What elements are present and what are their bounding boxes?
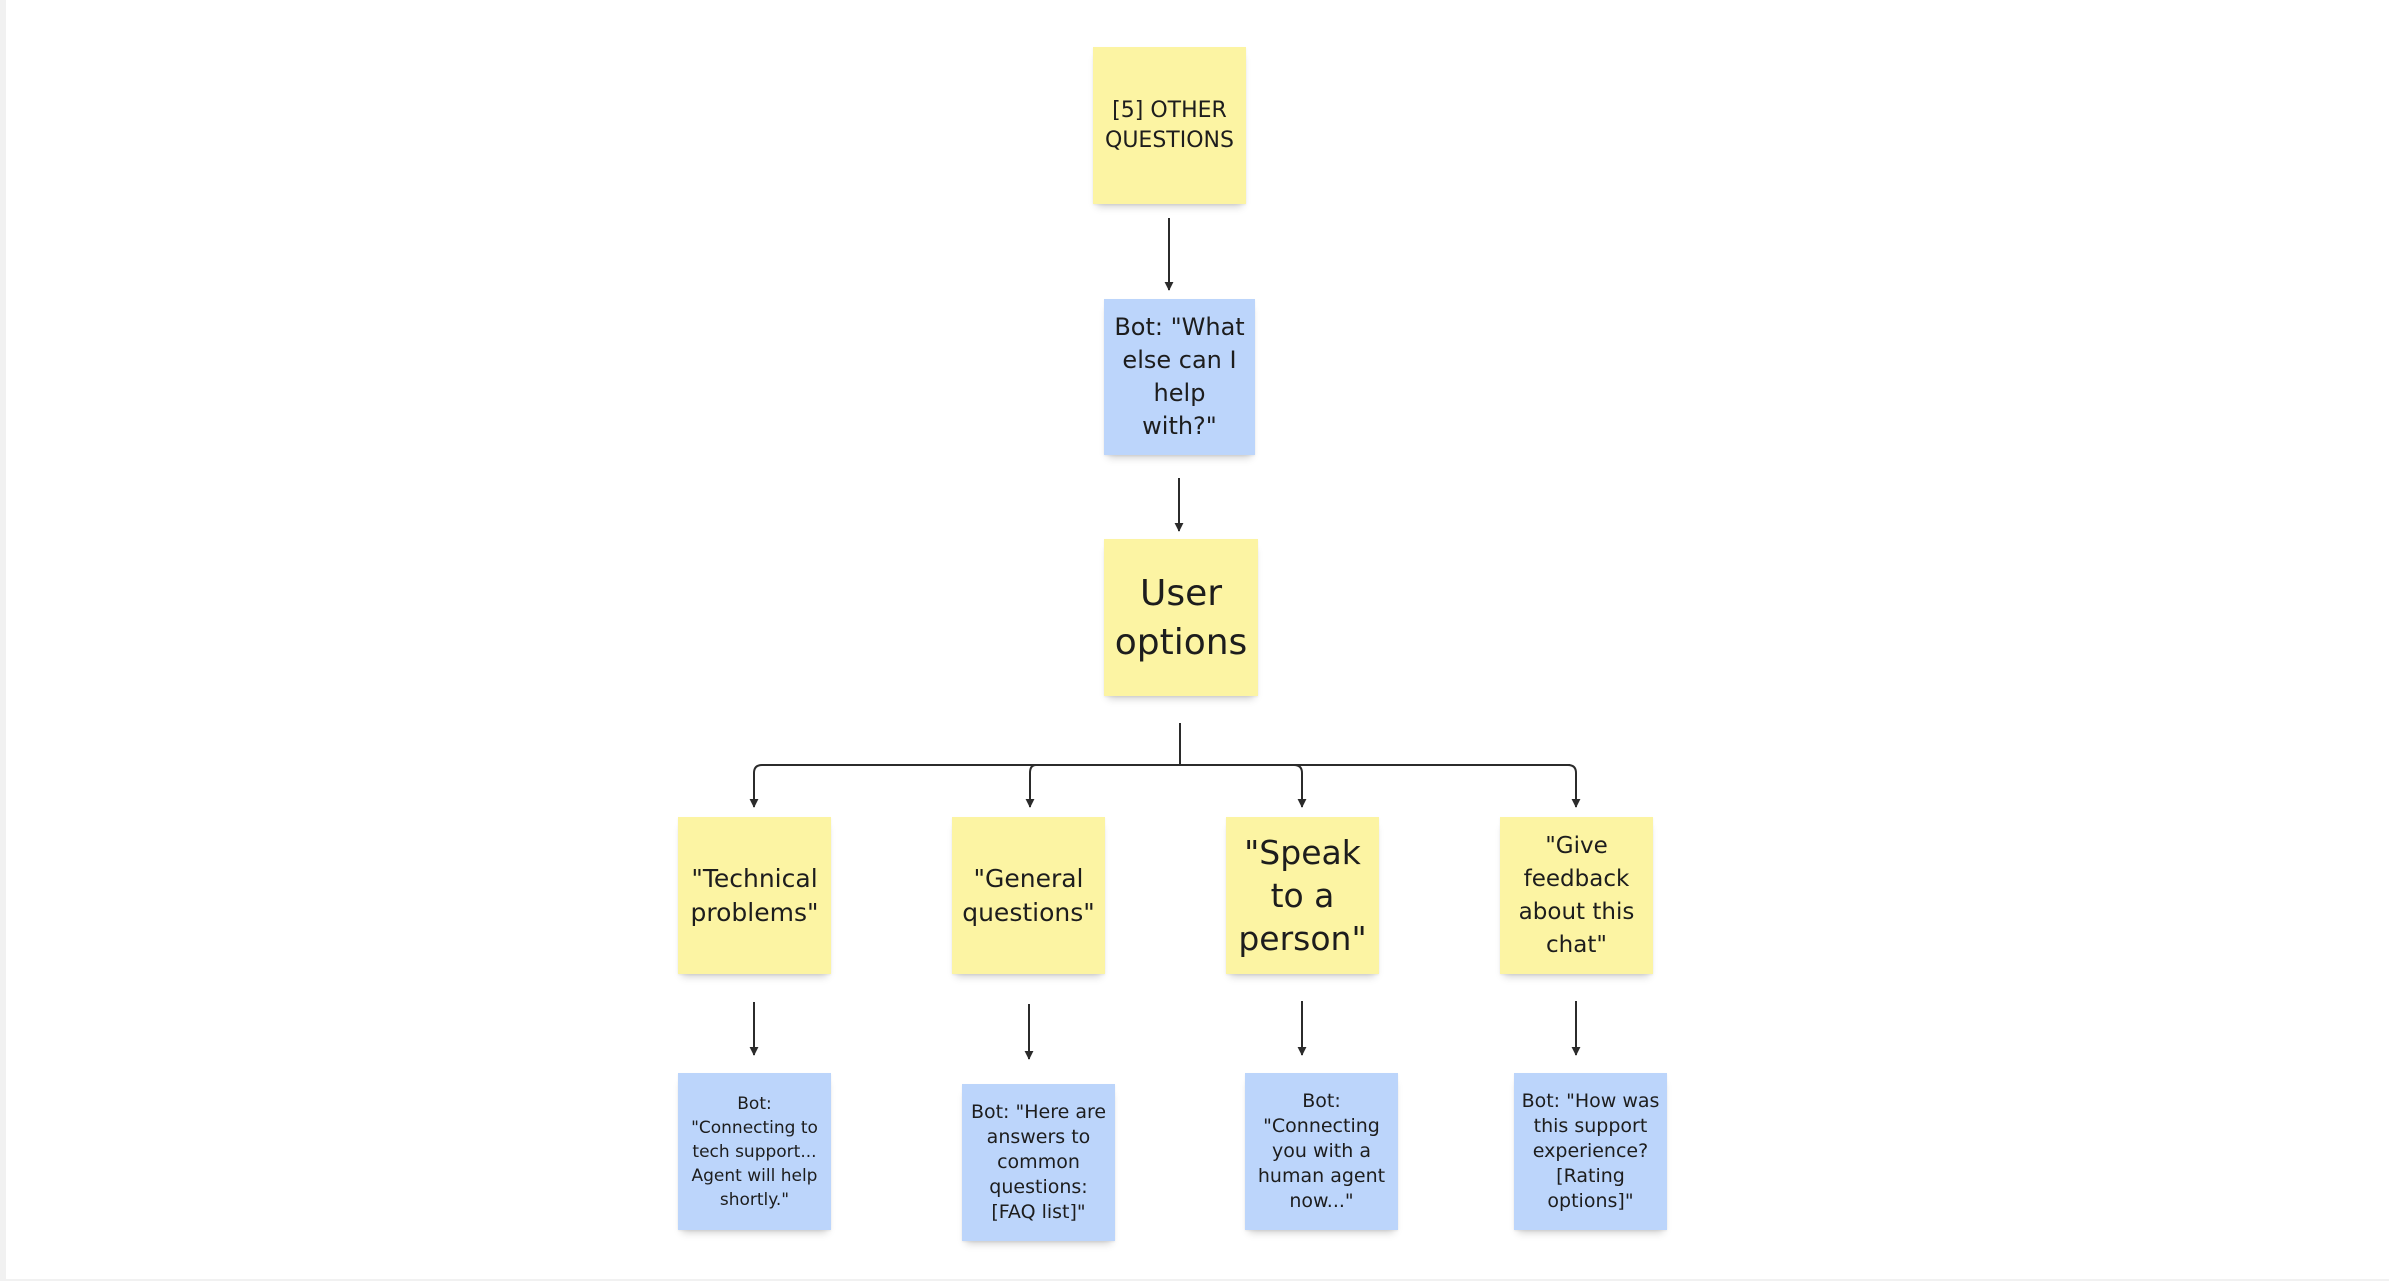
sticky-note-text: "Speak to a person" — [1238, 833, 1367, 958]
sticky-note-text: Bot: "Connecting you with a human agent … — [1257, 1090, 1386, 1212]
sticky-note-general-questions[interactable]: "General questions" — [952, 817, 1105, 974]
sticky-note-text: Bot: "What else can I help with?" — [1114, 313, 1245, 440]
arrow-to-technical-problems[interactable] — [749, 764, 763, 808]
sticky-note-user-options[interactable]: User options — [1104, 539, 1258, 696]
sticky-note-text: Bot: "Connecting to tech support... Agen… — [691, 1093, 818, 1210]
arrow-to-speak-to-person[interactable] — [1293, 764, 1307, 808]
sticky-note-speak-to-person[interactable]: "Speak to a person" — [1226, 817, 1379, 974]
sticky-note-give-feedback[interactable]: "Give feedback about this chat" — [1500, 817, 1653, 974]
sticky-note-text: User options — [1114, 572, 1248, 663]
sticky-note-text: "General questions" — [962, 863, 1095, 927]
arrow-to-general-questions[interactable] — [1025, 764, 1037, 808]
sticky-note-text: Bot: "How was this support experience? [… — [1521, 1090, 1660, 1212]
sticky-note-text: "Technical problems" — [690, 863, 819, 927]
sticky-note-response-technical[interactable]: Bot: "Connecting to tech support... Agen… — [678, 1073, 831, 1230]
sticky-note-text: [5] OTHER QUESTIONS — [1105, 97, 1234, 153]
sticky-note-text: "Give feedback about this chat" — [1518, 832, 1635, 958]
sticky-note-other-questions[interactable]: [5] OTHER QUESTIONS — [1093, 47, 1246, 204]
sticky-note-response-speak[interactable]: Bot: "Connecting you with a human agent … — [1245, 1073, 1398, 1230]
sticky-note-response-feedback[interactable]: Bot: "How was this support experience? [… — [1514, 1073, 1667, 1230]
sticky-note-bot-what-else[interactable]: Bot: "What else can I help with?" — [1104, 299, 1255, 455]
sticky-note-text: Bot: "Here are answers to common questio… — [970, 1101, 1107, 1223]
arrow-to-give-feedback[interactable] — [1567, 764, 1581, 808]
sticky-note-response-general[interactable]: Bot: "Here are answers to common questio… — [962, 1084, 1115, 1241]
sticky-note-technical-problems[interactable]: "Technical problems" — [678, 817, 831, 974]
